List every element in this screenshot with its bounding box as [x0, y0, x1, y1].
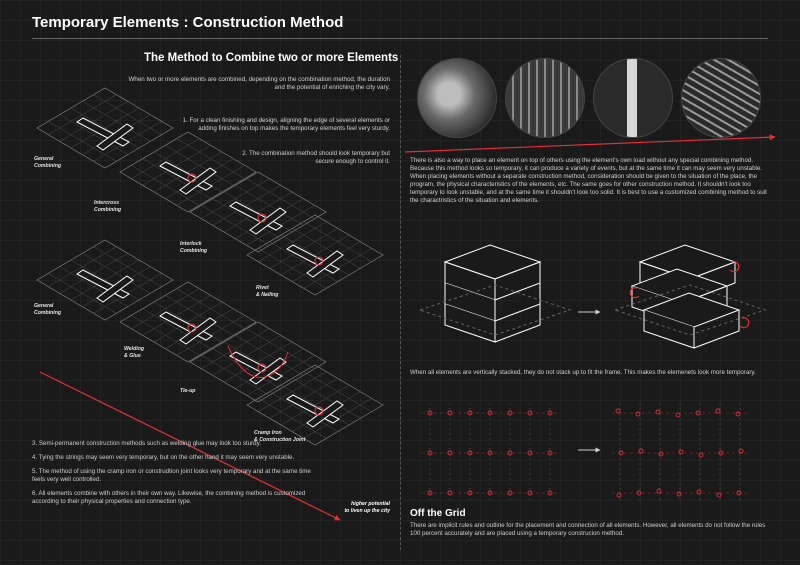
- photo-scaffold: [681, 58, 761, 138]
- label-general-combining-1: General Combining: [34, 156, 62, 169]
- photos-arrow: [404, 134, 776, 153]
- intro-text: When two or more elements are combined, …: [128, 76, 390, 91]
- section-heading: The Method to Combine two or more Elemen…: [144, 52, 399, 64]
- grid-tile: [119, 131, 257, 213]
- combined-element: [76, 117, 134, 151]
- off-grid-title: Off the Grid: [410, 508, 466, 519]
- grid-tile: [246, 214, 384, 296]
- stack-aligned: [418, 244, 572, 343]
- grid-tile: [119, 281, 257, 363]
- title-rule: [32, 38, 768, 39]
- photo-stairs: [417, 58, 497, 138]
- note-1: 1. For a clean finishing and design, ali…: [182, 117, 390, 132]
- note-2: 2. The combination method should look te…: [242, 150, 390, 165]
- grid-tile: [189, 171, 327, 253]
- off-grid-diagram: [422, 403, 748, 503]
- combined-element: [286, 394, 344, 428]
- label-general-combining-2: General Combining: [34, 303, 62, 316]
- potential-axis-arrow: [39, 371, 341, 521]
- label-welding: Welding & Glue: [124, 346, 145, 359]
- notes-list: 3. Semi-permanent construction methods s…: [32, 440, 322, 512]
- note-4: 4. Tying the strings may seem very tempo…: [32, 454, 295, 461]
- combined-element: [227, 345, 289, 385]
- label-tie-up: Tie-up: [180, 388, 196, 394]
- stack-red-markers: [629, 261, 750, 329]
- combined-element: [229, 201, 287, 235]
- dot-grid: [422, 403, 558, 503]
- combined-element: [159, 311, 217, 345]
- label-cramp-iron: Cramp Iron & Construction Joint: [254, 430, 306, 443]
- dot-grid: [612, 403, 748, 503]
- note-5: 5. The method of using the cramp iron or…: [32, 468, 311, 483]
- paragraph-stacking-method: There is also a way to place an element …: [410, 157, 767, 204]
- column-divider: [400, 55, 401, 550]
- label-potential-axis: higher potential to liven up the city: [344, 501, 390, 514]
- label-rivet: Rivet & Nailing: [256, 285, 279, 298]
- note-6: 6. All elements combine with others in t…: [32, 490, 306, 505]
- stack-offset: [613, 244, 767, 349]
- label-interlock: Interlock Combining: [180, 241, 208, 254]
- note-3: 3. Semi-permanent construction methods s…: [32, 440, 261, 447]
- combined-element: [159, 161, 217, 195]
- grid-tile: [189, 321, 327, 403]
- combined-element: [76, 269, 134, 303]
- photo-signboard: [505, 58, 585, 138]
- page-title: Temporary Elements : Construction Method: [32, 14, 344, 31]
- photo-banner: [593, 58, 673, 138]
- element-group: [76, 117, 344, 428]
- combined-element: [286, 244, 344, 278]
- paragraph-vertical-stack: When all elements are vertically stacked…: [410, 369, 756, 376]
- paragraph-off-grid: There are implicit rules and outline for…: [410, 522, 766, 537]
- label-intercross: Intercross Combining: [94, 200, 122, 213]
